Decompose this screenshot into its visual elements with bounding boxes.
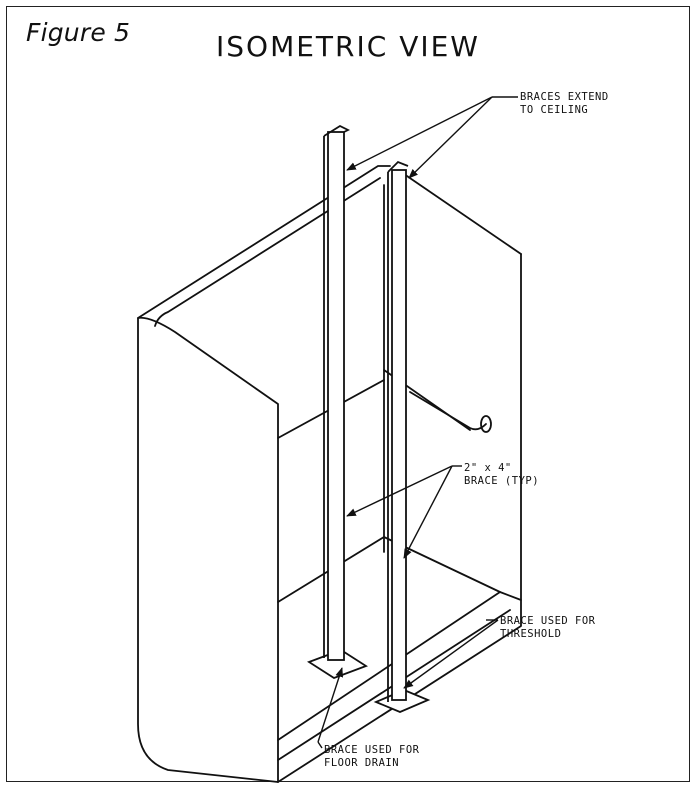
diagram-title: ISOMETRIC VIEW — [216, 30, 480, 63]
leader-ceiling-2 — [408, 96, 493, 179]
brace-threshold — [373, 160, 431, 713]
callout-typ-line2: BRACE (TYP) — [464, 475, 539, 487]
callout-threshold-line1: BRACE USED FOR — [500, 615, 596, 627]
callout-typ-line1: 2" x 4" — [464, 462, 512, 474]
callout-drain-line2: FLOOR DRAIN — [324, 757, 399, 769]
grab-bar — [409, 391, 487, 431]
callout-drain-line1: BRACE USED FOR — [324, 744, 420, 756]
leader-threshold — [403, 619, 499, 689]
left-wall-top-rim — [137, 165, 391, 319]
figure-frame — [6, 6, 690, 782]
leader-typ-2 — [403, 465, 453, 559]
leader-drain — [317, 667, 344, 743]
figure-label: Figure 5 — [26, 18, 131, 47]
back-wall-top-rim — [403, 173, 522, 255]
callout-ceiling-line2: TO CEILING — [520, 104, 588, 116]
leader-typ-1 — [346, 465, 453, 517]
threshold-curb — [277, 591, 522, 783]
callout-threshold-line2: THRESHOLD — [500, 628, 561, 640]
leader-ceiling-1 — [346, 96, 493, 171]
callout-ceiling-line1: BRACES EXTEND — [520, 91, 609, 103]
left-front-panel — [137, 316, 279, 783]
brace-floor-drain — [307, 124, 368, 680]
